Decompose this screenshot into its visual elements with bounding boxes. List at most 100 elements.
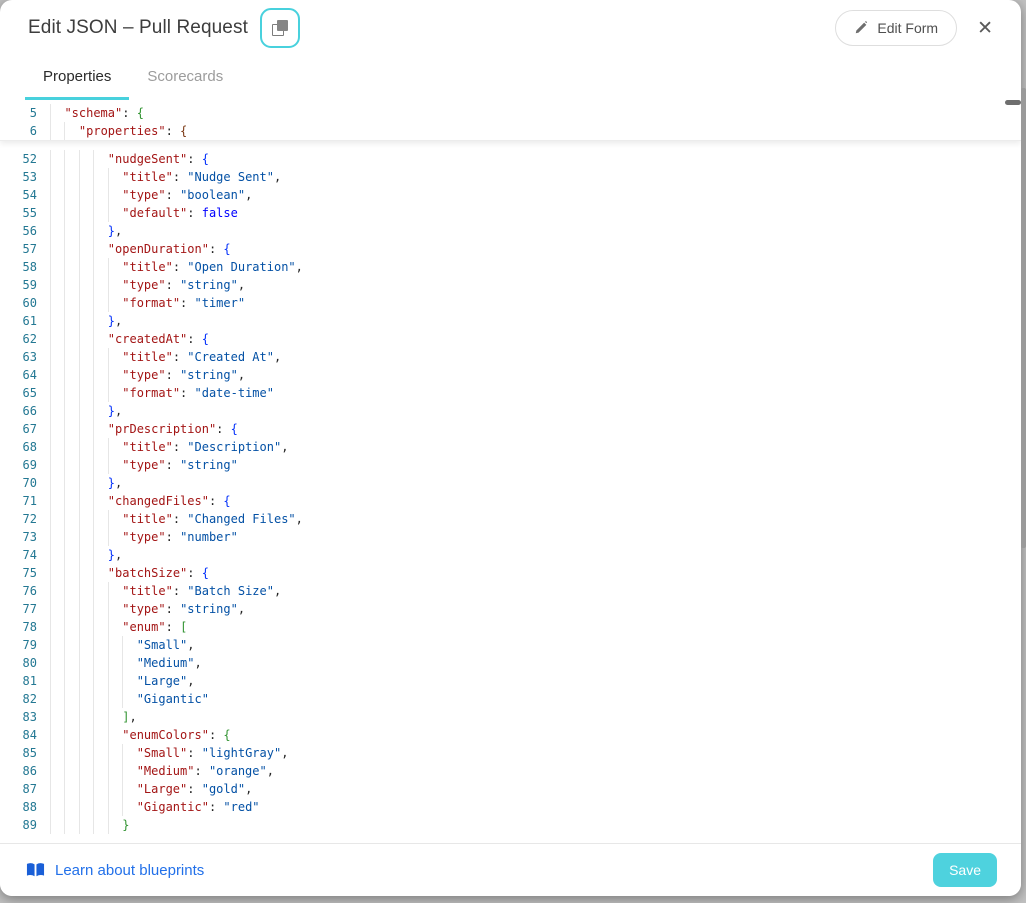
indent-guide bbox=[50, 402, 51, 420]
code-line: 69"type": "string" bbox=[0, 456, 1021, 474]
editor-scrollbar-thumb[interactable] bbox=[1005, 100, 1021, 105]
indent-guide bbox=[50, 816, 51, 834]
indent-guide bbox=[64, 474, 66, 492]
indent-guide bbox=[64, 168, 66, 186]
indent-guide bbox=[122, 798, 124, 816]
close-button[interactable]: ✕ bbox=[971, 17, 999, 40]
indent-guide bbox=[50, 708, 51, 726]
line-number: 65 bbox=[22, 386, 37, 400]
line-number: 80 bbox=[22, 656, 37, 670]
code-line: 70}, bbox=[0, 474, 1021, 492]
indent-guide bbox=[64, 762, 66, 780]
code-line: 53"title": "Nudge Sent", bbox=[0, 168, 1021, 186]
copy-button[interactable] bbox=[259, 8, 300, 48]
code-line: 59"type": "string", bbox=[0, 276, 1021, 294]
edit-form-button[interactable]: Edit Form bbox=[835, 10, 958, 46]
indent-guide bbox=[64, 600, 66, 618]
indent-guide bbox=[93, 816, 95, 834]
code-line: 6"properties": { bbox=[0, 122, 1021, 140]
indent-guide bbox=[64, 420, 66, 438]
indent-guide bbox=[78, 798, 80, 816]
code-text: }, bbox=[107, 224, 123, 238]
indent-guide bbox=[93, 240, 95, 258]
indent-guide bbox=[50, 564, 51, 582]
indent-guide bbox=[50, 546, 51, 564]
indent-guide bbox=[93, 672, 95, 690]
indent-guide bbox=[107, 816, 109, 834]
code-line: 89} bbox=[0, 816, 1021, 834]
json-editor[interactable]: 5"schema": {6"properties": { 52"nudgeSen… bbox=[0, 100, 1021, 844]
indent-guide bbox=[78, 600, 80, 618]
line-number: 73 bbox=[22, 530, 37, 544]
line-number: 82 bbox=[22, 692, 37, 706]
indent-guide bbox=[50, 186, 51, 204]
indent-guide bbox=[78, 294, 80, 312]
indent-guide bbox=[78, 654, 80, 672]
indent-guide bbox=[122, 636, 124, 654]
indent-guide bbox=[93, 492, 95, 510]
indent-guide bbox=[107, 438, 109, 456]
indent-guide bbox=[107, 384, 109, 402]
indent-guide bbox=[50, 636, 51, 654]
indent-guide bbox=[107, 186, 109, 204]
code-text: "enumColors": { bbox=[122, 728, 231, 742]
code-line: 52"nudgeSent": { bbox=[0, 150, 1021, 168]
indent-guide bbox=[50, 744, 51, 762]
indent-guide bbox=[50, 104, 51, 122]
tab-properties[interactable]: Properties bbox=[25, 56, 130, 100]
page-title: Edit JSON – Pull Request bbox=[28, 17, 248, 38]
code-line: 81"Large", bbox=[0, 672, 1021, 690]
code-text: "schema": { bbox=[64, 106, 144, 120]
indent-guide bbox=[93, 654, 95, 672]
indent-guide bbox=[64, 384, 66, 402]
code-area[interactable]: 52"nudgeSent": {53"title": "Nudge Sent",… bbox=[0, 141, 1021, 834]
indent-guide bbox=[64, 690, 66, 708]
save-button[interactable]: Save bbox=[933, 853, 997, 887]
copy-icon bbox=[271, 20, 288, 36]
indent-guide bbox=[50, 528, 51, 546]
indent-guide bbox=[93, 294, 95, 312]
code-text: }, bbox=[107, 404, 123, 418]
tab-scorecards[interactable]: Scorecards bbox=[147, 68, 224, 85]
line-number: 66 bbox=[22, 404, 37, 418]
indent-guide bbox=[78, 150, 80, 168]
page-scrollbar[interactable] bbox=[1021, 88, 1026, 548]
code-line: 68"title": "Description", bbox=[0, 438, 1021, 456]
indent-guide bbox=[107, 204, 109, 222]
indent-guide bbox=[93, 438, 95, 456]
indent-guide bbox=[50, 122, 51, 140]
indent-guide bbox=[78, 384, 80, 402]
sticky-scroll-lines[interactable]: 5"schema": {6"properties": { bbox=[0, 100, 1021, 141]
indent-guide bbox=[64, 204, 66, 222]
indent-guide bbox=[93, 636, 95, 654]
indent-guide bbox=[93, 600, 95, 618]
modal-header: Edit JSON – Pull Request Edit Form ✕ bbox=[0, 0, 1021, 56]
indent-guide bbox=[107, 456, 109, 474]
line-number: 69 bbox=[22, 458, 37, 472]
indent-guide bbox=[122, 690, 124, 708]
tab-bar: Properties Scorecards bbox=[0, 56, 1021, 100]
indent-guide bbox=[107, 780, 109, 798]
code-text: "default": false bbox=[122, 206, 238, 220]
indent-guide bbox=[93, 258, 95, 276]
line-number: 67 bbox=[22, 422, 37, 436]
code-text: "type": "number" bbox=[122, 530, 238, 544]
line-number: 75 bbox=[22, 566, 37, 580]
line-number: 62 bbox=[22, 332, 37, 346]
indent-guide bbox=[93, 168, 95, 186]
indent-guide bbox=[50, 438, 51, 456]
indent-guide bbox=[78, 456, 80, 474]
indent-guide bbox=[122, 744, 124, 762]
indent-guide bbox=[50, 618, 51, 636]
line-number: 6 bbox=[29, 124, 37, 138]
code-line: 73 "type": "number" bbox=[0, 528, 1021, 546]
indent-guide bbox=[50, 150, 51, 168]
learn-about-blueprints-link[interactable]: Learn about blueprints bbox=[26, 862, 204, 879]
indent-guide bbox=[107, 348, 109, 366]
code-text: "title": "Open Duration", bbox=[122, 260, 303, 274]
code-text: "Small": "lightGray", bbox=[136, 746, 289, 760]
indent-guide bbox=[78, 258, 80, 276]
indent-guide bbox=[78, 546, 80, 564]
indent-guide bbox=[78, 438, 80, 456]
indent-guide bbox=[107, 258, 109, 276]
